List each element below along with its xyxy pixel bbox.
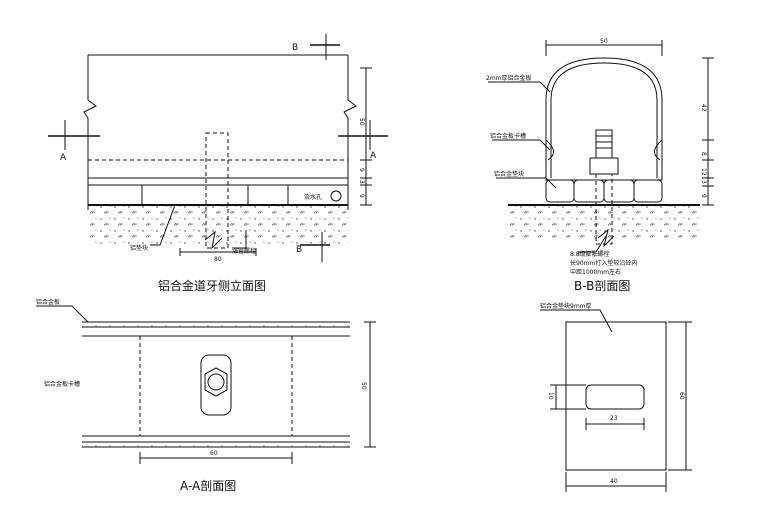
dim-9a: 9	[358, 168, 365, 172]
bb-note-1: 8.8级膨胀螺栓	[570, 250, 610, 258]
bb-note-2: 长90mm打入垫较沿砼内	[570, 259, 637, 267]
cut-label-a-left: A	[60, 153, 67, 163]
pad-dim-60: 60	[678, 392, 685, 400]
bolt-head	[595, 129, 613, 159]
dim-50: 50	[358, 118, 365, 126]
shell-outer	[545, 57, 663, 181]
pad-dim-23: 23	[610, 415, 618, 422]
left-break-line	[83, 55, 97, 210]
pad-block	[545, 179, 575, 203]
pad-label: 铝合金垫块9mm厚	[540, 302, 592, 310]
title-bb: B-B剖面图	[574, 279, 630, 293]
groove-right	[654, 139, 663, 161]
aa-labels: 铝合金板 铝合金板卡槽 60 50 A-A剖面图	[36, 298, 367, 493]
leader-shell	[488, 81, 551, 93]
cut-label-b: B	[292, 43, 298, 53]
shell-inner	[550, 62, 658, 178]
pad-dim-10: 10	[547, 392, 554, 400]
bb-labels: 50 42 8 12 3 9 2mm厚铝合金板 铝合金板卡槽 铝合金垫块 8.8…	[486, 38, 707, 293]
label-pad: 铝垫块	[130, 244, 148, 252]
leader-bolt	[232, 230, 247, 249]
label-drain: 流水孔	[304, 193, 322, 201]
right-break-line	[343, 55, 357, 210]
rail-hatch	[82, 322, 350, 327]
pad-outline	[565, 321, 667, 471]
side-labels: B B A A 流水孔 铝垫块 涨管螺栓 50 9 3 9 80 铝合金道牙侧立…	[60, 43, 377, 293]
bb-label-pad: 铝合金垫块	[494, 170, 524, 178]
bb-section	[488, 40, 714, 253]
aa-label-top: 铝合金板	[36, 298, 60, 306]
leader-top	[36, 305, 89, 323]
bb-dim-12: 12	[700, 168, 707, 176]
bolt-circle-icon	[207, 373, 225, 391]
aa-dim-50: 50	[360, 382, 367, 390]
label-bolt: 涨管螺栓	[232, 247, 256, 255]
dim-80: 80	[214, 256, 222, 263]
bb-label-groove: 铝合金板卡槽	[490, 132, 526, 140]
leader-groove	[492, 139, 551, 151]
title-side: 铝合金道牙侧立面图	[158, 278, 266, 293]
pad-block	[603, 179, 635, 203]
pad-block	[633, 179, 663, 203]
gravel-fill	[508, 206, 700, 240]
leader-pad	[540, 309, 613, 333]
cut-label-b2: B	[296, 245, 302, 255]
gravel-fill	[88, 206, 348, 246]
rail-hatch	[82, 442, 350, 447]
bolt-dashed	[205, 132, 229, 249]
title-aa: A-A剖面图	[180, 479, 236, 493]
leader-pad	[150, 204, 176, 246]
slot-outline	[200, 354, 232, 416]
groove-left	[545, 139, 554, 161]
aa-section	[36, 305, 376, 464]
bb-dim-top: 50	[600, 38, 608, 45]
drain-hole-icon	[330, 190, 342, 202]
bb-dim-8: 8	[700, 152, 707, 156]
pad-labels: 铝合金垫块9mm厚 23 10 60 40	[540, 302, 685, 485]
bb-label-shell: 2mm厚铝合金板	[486, 74, 532, 82]
side-elevation	[48, 34, 388, 262]
break-symbol	[597, 228, 615, 248]
cut-label-a-right: A	[370, 151, 377, 161]
bolt-nut	[589, 157, 619, 175]
bb-dim-42: 42	[700, 104, 707, 112]
break-symbol	[204, 230, 223, 250]
pad-slot	[585, 384, 645, 410]
leader-pad	[496, 177, 557, 189]
aa-label-mid: 铝合金板卡槽	[44, 380, 80, 388]
bb-note-3: 中距1000mm左右	[570, 268, 621, 276]
bb-dim-3: 3	[700, 180, 707, 184]
pad-block	[573, 179, 605, 203]
dim-9b: 9	[358, 194, 365, 198]
pad-plan	[540, 309, 692, 492]
leader-bolt	[578, 235, 607, 253]
hex-nut-icon	[204, 367, 228, 397]
dim-3: 3	[358, 180, 365, 184]
bb-dim-9: 9	[700, 194, 707, 198]
pad-dim-40: 40	[610, 478, 618, 485]
aa-dim-60: 60	[210, 450, 218, 457]
